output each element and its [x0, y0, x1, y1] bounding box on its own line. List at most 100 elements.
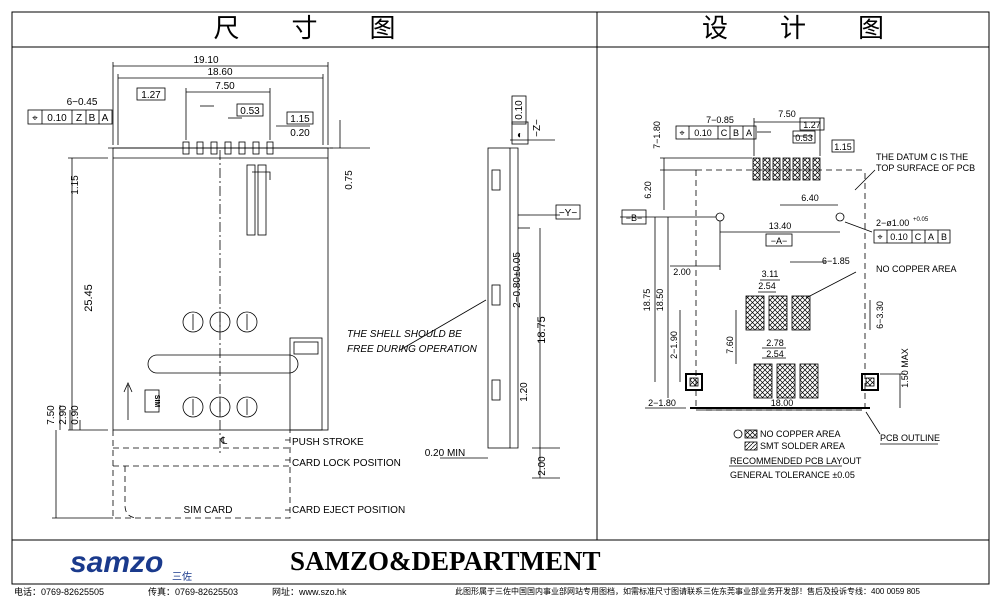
- general-tolerance: GENERAL TOLERANCE ±0.05: [730, 470, 855, 480]
- left-dimension-lines: [52, 157, 113, 519]
- push-stroke-label: PUSH STROKE: [292, 437, 364, 448]
- dim-1-20: 1.20: [519, 382, 530, 402]
- dim-1-27: 1.27: [803, 120, 821, 130]
- dim-25-45: 25.45: [83, 284, 95, 312]
- dim-0-20: 0.20: [290, 128, 310, 139]
- tol-datum-a: A: [102, 113, 109, 124]
- dim-6-20: 6.20: [643, 181, 653, 199]
- tol-top-symbol: ⌖: [679, 128, 684, 138]
- legend-hatch: [744, 441, 758, 451]
- sim-card-label: SIM CARD: [184, 505, 233, 516]
- dim-3-11: 3.11: [762, 269, 779, 279]
- footer-web[interactable]: 网址：www.szo.hk: [272, 587, 347, 597]
- recommended-layout: RECOMMENDED PCB LAYOUT: [730, 456, 862, 466]
- dim-6x-3-30: 6−3.30: [875, 301, 885, 329]
- footer-fax: 传真：0769-82625503: [148, 587, 239, 597]
- tol-top-datum-c: C: [721, 128, 728, 138]
- footer-tel: 电话：0769-82625505: [14, 587, 105, 597]
- dim-18-50: 18.50: [655, 289, 665, 312]
- left-tol-frame-box: [27, 87, 581, 220]
- legend-circle: [733, 429, 743, 439]
- no-copper-note: NO COPPER AREA: [876, 264, 957, 274]
- position-leaders: [285, 439, 290, 511]
- outer-border: [11, 11, 990, 585]
- corner-pad-right: [861, 373, 879, 391]
- tol-datum-b: B: [89, 113, 96, 124]
- logo-subtitle: 三佐: [172, 571, 192, 582]
- dim-2x-0-80: 2−0.80±0.05: [512, 252, 523, 308]
- dim-hole-tol: +0.05: [913, 217, 929, 223]
- right-dimension-lines: [620, 118, 905, 435]
- top-dimension-lines: [112, 62, 329, 145]
- company-logo: samzo 三佐: [68, 546, 208, 583]
- tol-top-datum-a: A: [746, 128, 752, 138]
- insert-arrow: [123, 382, 133, 420]
- datum-hole-b: [715, 212, 725, 222]
- card-eject-label: CARD EJECT POSITION: [292, 505, 405, 516]
- tol-value: 0.10: [47, 113, 67, 124]
- dim-2-00: 2.00: [537, 456, 548, 476]
- right-dimension-texts: 7−0.85 7.50 1.27 0.53 1.15 ⌖ 0.10 C B A …: [626, 109, 975, 480]
- side-view: [440, 139, 560, 479]
- dim-2-54: 2.54: [758, 281, 776, 291]
- spring-slot-left: [246, 164, 256, 236]
- contact-holes: [182, 311, 258, 418]
- datum-note-line-2: TOP SURFACE OF PCB: [876, 163, 975, 173]
- dim-7-50: 7.50: [215, 81, 235, 92]
- shell-leader: [399, 299, 487, 351]
- tol-symbol: ⌖: [32, 113, 38, 124]
- right-pcb-drawing: [620, 117, 951, 467]
- tol-hole-value: 0.10: [890, 232, 908, 242]
- dim-18-00: 18.00: [771, 398, 794, 408]
- centerline-symbol: ℄: [220, 436, 228, 447]
- dim-1-15-vertical: 1.15: [70, 175, 81, 195]
- dim-7-50: 7.50: [778, 109, 796, 119]
- dim-18-75: 18.75: [642, 289, 652, 312]
- contact-pins: [182, 141, 274, 155]
- dim-0-10: 0.10: [514, 100, 525, 120]
- dim-18-75: 18.75: [536, 316, 548, 344]
- sim-mark: [144, 389, 160, 413]
- spring-slot-right: [257, 164, 267, 236]
- dim-6-40: 6.40: [801, 193, 819, 203]
- upper-solder-pads: [745, 295, 811, 331]
- dim-0-53: 0.53: [795, 133, 813, 143]
- dim-7x-1-80: 7−1.80: [652, 121, 662, 149]
- tol-datum-z: Z: [76, 113, 82, 124]
- top-pads: [752, 157, 821, 181]
- dim-2x-hole: 2−ø1.00: [876, 218, 909, 228]
- dim-7-50-vertical: 7.50: [46, 405, 57, 425]
- dim-0-75: 0.75: [344, 170, 355, 190]
- datum-y: −Y−: [559, 208, 578, 219]
- legend-smt-solder: SMT SOLDER AREA: [760, 441, 845, 451]
- legend-no-copper: NO COPPER AREA: [760, 429, 841, 439]
- datum-note-line-1: THE DATUM C IS THE: [876, 152, 968, 162]
- datum-z-symbol: ◐: [517, 130, 523, 141]
- card-slot: [147, 354, 299, 374]
- dim-18-60: 18.60: [207, 67, 232, 78]
- dim-2x-1-90: 2−1.90: [669, 331, 679, 359]
- pcb-outline-label: PCB OUTLINE: [880, 433, 940, 443]
- spring-arm: [252, 171, 271, 180]
- datum-b: −B−: [626, 213, 643, 223]
- tol-top-datum-b: B: [733, 128, 739, 138]
- lower-solder-pads: [753, 363, 819, 399]
- left-dimension-drawing: [27, 62, 581, 519]
- logo-wordmark: samzo: [70, 546, 163, 579]
- dim-0-53: 0.53: [240, 106, 260, 117]
- dim-1-27: 1.27: [141, 90, 161, 101]
- tol-hole-datum-b: B: [941, 232, 947, 242]
- sheet-frame: [11, 11, 990, 585]
- datum-hole-right: [835, 212, 845, 222]
- dim-7-60: 7.60: [725, 336, 735, 354]
- corner-pad-left: [685, 373, 703, 391]
- dim-0-90: 0.90: [70, 405, 81, 425]
- shell-note-line-1: THE SHELL SHOULD BE: [347, 329, 462, 340]
- dim-6x-1-85: 6−1.85: [822, 256, 850, 266]
- tol-hole-datum-a: A: [928, 232, 934, 242]
- left-section-title: 尺 寸 图: [213, 14, 396, 44]
- shell-note-line-2: FREE DURING OPERATION: [347, 344, 478, 355]
- tol-top-value: 0.10: [694, 128, 712, 138]
- latch-tab: [293, 341, 319, 355]
